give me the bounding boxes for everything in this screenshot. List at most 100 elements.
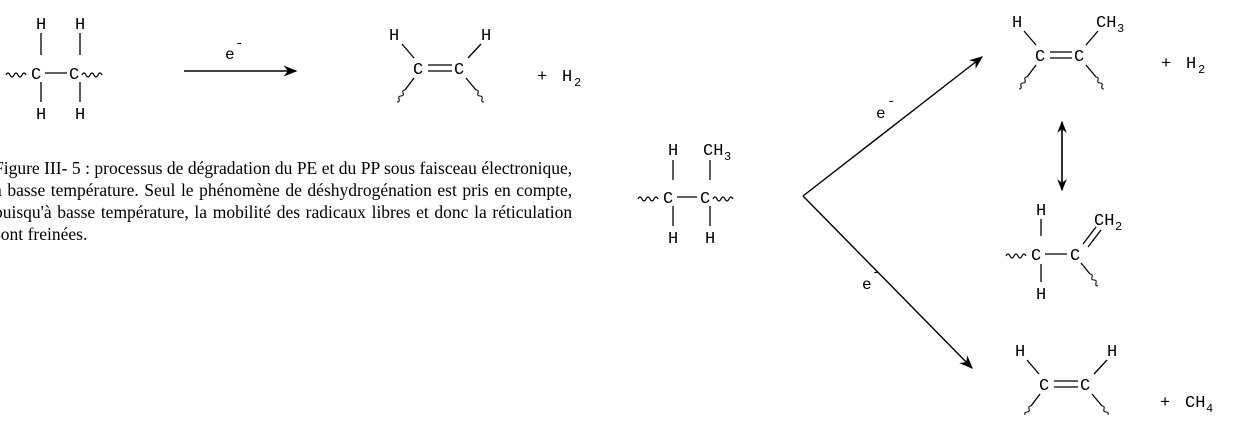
atom-h2: H (1186, 55, 1196, 74)
subscript-2: 2 (1115, 220, 1122, 234)
atom-c: C (1074, 48, 1084, 67)
alkene-product-2: H H C C (1015, 343, 1117, 416)
polypropylene-unit: H CH 3 C C H H (637, 142, 734, 249)
caption-word: basse (57, 202, 96, 222)
branch-arrow-up: e - (802, 56, 984, 197)
atom-ch2: CH (1094, 212, 1114, 231)
caption-word: à (0, 180, 2, 200)
atom-h: H (1107, 343, 1117, 362)
polyethylene-unit: H H C C H H (5, 16, 103, 125)
caption-word: mobilité (212, 202, 272, 222)
caption-word: faisceau (419, 158, 477, 178)
caption-word: radicaux (305, 202, 366, 222)
plus-sign: + (537, 68, 547, 87)
caption-word: de (285, 180, 302, 200)
atom-c: C (454, 61, 464, 80)
subscript-2: 2 (1198, 63, 1205, 77)
caption-word: électronique, (481, 158, 573, 178)
atom-ch3: CH (1096, 14, 1116, 33)
electron-charge: - (872, 265, 880, 281)
hydrogen-byproduct: + H 2 (537, 68, 581, 90)
figure-caption: Figure III- 5 : processus de dégradation… (0, 157, 572, 245)
caption-word: de (166, 158, 184, 178)
atom-c: C (1035, 48, 1045, 67)
caption-word: en (494, 180, 511, 200)
atom-c: C (31, 66, 41, 85)
atom-ch3: CH (703, 142, 723, 161)
atom-h: H (1036, 286, 1046, 305)
alkene-product: H H C C (389, 27, 491, 103)
atom-h: H (481, 27, 491, 46)
caption-word: PP (360, 158, 380, 178)
caption-word: sont (0, 224, 24, 244)
atom-h: H (668, 142, 678, 161)
atom-c: C (1039, 377, 1049, 396)
atom-h: H (75, 106, 85, 125)
reaction-arrow: e - (184, 36, 298, 77)
vinylidene-structure: H CH 2 C C H (1005, 202, 1122, 305)
caption-word: des (276, 202, 301, 222)
caption-word: 5 (71, 158, 81, 178)
branch-arrow-down: e - (802, 195, 973, 369)
plus-sign: + (1161, 55, 1171, 74)
caption-word: donc (434, 202, 469, 222)
atom-h: H (75, 16, 85, 35)
hydrogen-byproduct: + H 2 (1161, 55, 1205, 77)
atom-c: C (700, 190, 710, 209)
caption-word: déshydrogénation (307, 180, 432, 200)
caption-word: température, (100, 202, 189, 222)
caption-word: et (416, 202, 429, 222)
caption-word: libres (371, 202, 411, 222)
atom-c: C (1080, 377, 1090, 396)
caption-word: sous (383, 158, 416, 178)
atom-h: H (705, 230, 715, 249)
caption-word: est (437, 180, 457, 200)
atom-h: H (389, 27, 399, 46)
electron-label: e (862, 276, 872, 294)
atom-h: H (36, 106, 46, 125)
caption-word: phénomène (199, 180, 280, 200)
atom-c: C (663, 190, 673, 209)
caption-word: compte, (516, 180, 573, 200)
caption-word: III- (44, 158, 68, 178)
caption-word: freinées. (27, 224, 88, 244)
subscript-3: 3 (724, 150, 731, 164)
caption-word: du (274, 158, 293, 178)
caption-word: basse (7, 180, 46, 200)
caption-word: la (474, 202, 487, 222)
electron-label: e (876, 105, 886, 123)
caption-word: et (321, 158, 335, 178)
caption-word: : (85, 158, 90, 178)
atom-h: H (36, 16, 46, 35)
atom-c: C (69, 66, 79, 85)
atom-ch4: CH (1185, 394, 1205, 413)
subscript-4: 4 (1206, 402, 1213, 416)
caption-word: température. (50, 180, 139, 200)
caption-word: Seul (144, 180, 176, 200)
electron-charge: - (887, 94, 895, 110)
atom-h: H (1012, 14, 1022, 33)
alkene-ch3-product: H CH 3 C C (1012, 14, 1124, 90)
caption-word: réticulation (492, 202, 573, 222)
caption-word: puisqu'à (0, 202, 52, 222)
atom-c: C (1031, 247, 1041, 266)
atom-c: C (413, 61, 423, 80)
caption-word: Figure (0, 158, 40, 178)
atom-h: H (1015, 343, 1025, 362)
electron-charge: - (235, 36, 243, 52)
caption-word: le (180, 180, 194, 200)
caption-word: du (338, 158, 357, 178)
methane-byproduct: + CH 4 (1160, 394, 1213, 416)
atom-h: H (1036, 202, 1046, 221)
atom-h: H (668, 230, 678, 249)
caption-word: pris (462, 180, 489, 200)
caption-word: PE (296, 158, 318, 178)
caption-word: la (194, 202, 208, 222)
subscript-3: 3 (1117, 22, 1124, 36)
atom-h2: H (562, 68, 572, 87)
caption-word: dégradation (187, 158, 271, 178)
subscript-2: 2 (574, 76, 581, 90)
electron-label: e (225, 46, 235, 64)
caption-word: processus (94, 158, 163, 178)
